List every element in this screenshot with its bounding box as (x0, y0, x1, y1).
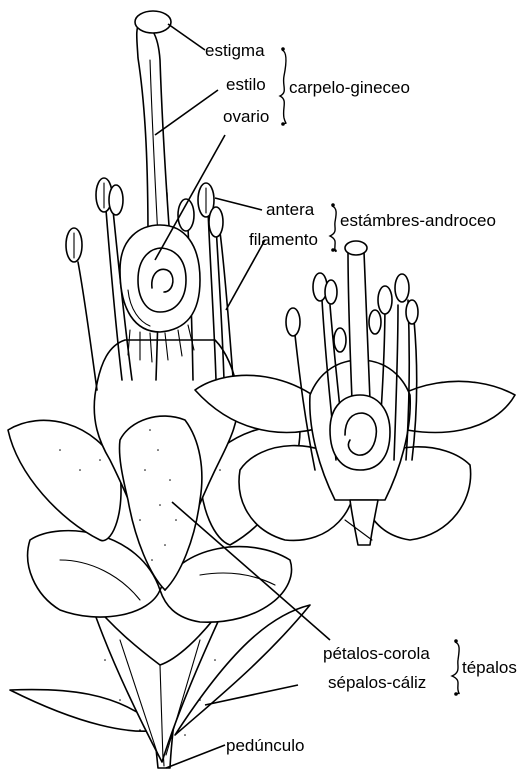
label-tepalos: tépalos (462, 658, 517, 677)
label-sepalos-caliz: sépalos-cáliz (328, 673, 426, 692)
label-carpelo-gineceo: carpelo-gineceo (289, 78, 410, 97)
label-pedunculo: pedúnculo (226, 736, 304, 755)
label-antera: antera (266, 200, 315, 219)
label-estambres-androceo: estámbres-androceo (340, 211, 496, 230)
label-filamento: filamento (249, 230, 318, 249)
label-estigma: estigma (205, 41, 265, 60)
label-estilo: estilo (226, 75, 266, 94)
label-ovario: ovario (223, 107, 269, 126)
small-flower-illustration (195, 241, 515, 545)
label-petalos-corola: pétalos-corola (323, 644, 430, 663)
